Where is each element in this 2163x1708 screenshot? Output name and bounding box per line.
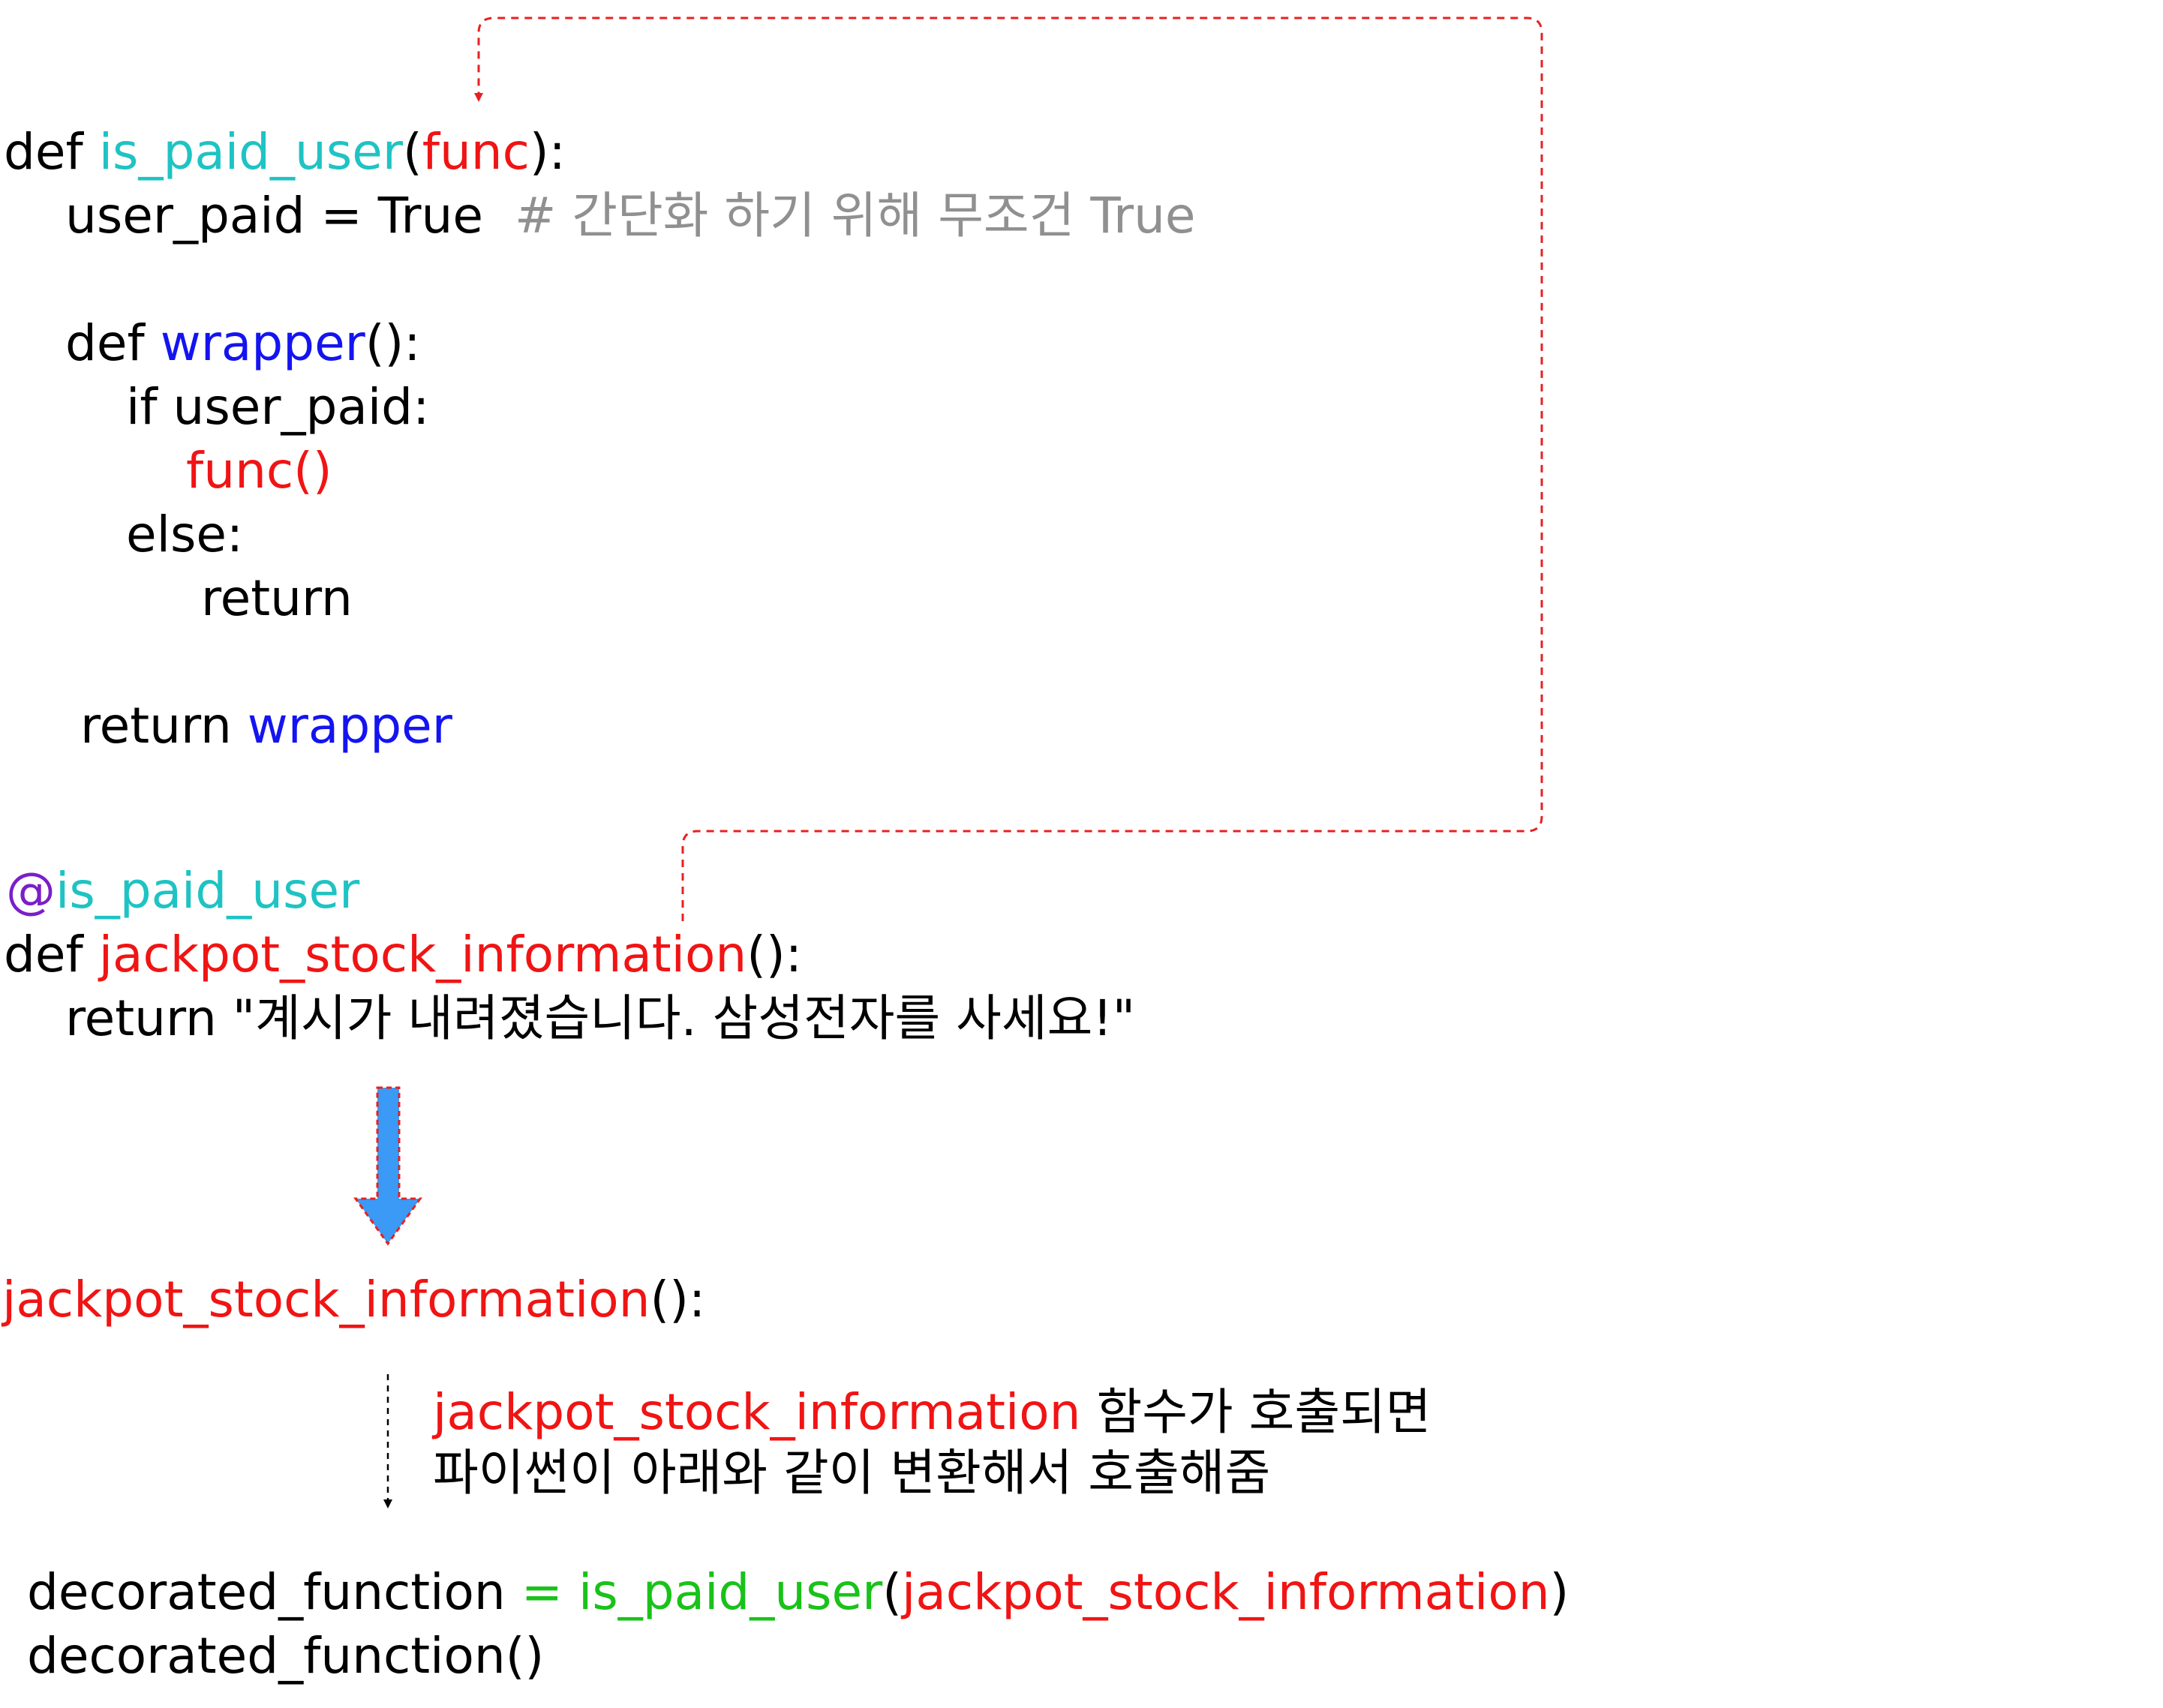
decorator-call-name: is_paid_user — [563, 1563, 883, 1621]
call-parens: (): — [650, 1271, 706, 1328]
code-line-def-decorator: def is_paid_user(func): — [4, 122, 566, 182]
decorator-call-argument: jackpot_stock_information — [902, 1563, 1550, 1621]
assign-operator: = — [521, 1563, 563, 1621]
code-line-decorator: @is_paid_user — [6, 861, 359, 921]
paren-open: ( — [882, 1563, 903, 1621]
call-line: jackpot_stock_information(): — [2, 1270, 705, 1330]
keyword-def: def — [4, 123, 99, 181]
decorator-at-sign: @ — [6, 862, 56, 920]
explanation-function-name: jackpot_stock_information — [433, 1383, 1081, 1441]
decorated-function-var: decorated_function — [27, 1563, 521, 1621]
return-message: return "계시가 내려졌습니다. 삼성전자를 사세요!" — [65, 989, 1136, 1047]
user-paid-assignment: user_paid = True — [65, 187, 515, 245]
if-statement: if user_paid: — [126, 378, 430, 436]
code-line-def-jackpot: def jackpot_stock_information(): — [4, 925, 802, 985]
code-line-return: return — [201, 569, 353, 629]
func-call: func() — [186, 442, 332, 500]
keyword-def: def — [4, 926, 99, 983]
jackpot-parens: (): — [747, 926, 802, 983]
code-comment: # 간단화 하기 위해 무조건 True — [514, 187, 1196, 245]
code-line-return-wrapper: return wrapper — [80, 696, 452, 756]
code-line-def-wrapper: def wrapper(): — [65, 314, 421, 374]
return-statement: return — [201, 569, 353, 627]
dashed-connector-arrow — [474, 17, 1543, 921]
func-parameter: func — [422, 123, 530, 181]
keyword-def: def — [65, 314, 161, 372]
keyword-return: return — [80, 697, 248, 755]
explanation-text-1: 함수가 호출되면 — [1080, 1383, 1431, 1441]
call-function-name: jackpot_stock_information — [2, 1271, 650, 1328]
decorator-function-name: is_paid_user — [98, 123, 403, 181]
paren-close: ): — [529, 123, 566, 181]
else-statement: else: — [126, 506, 244, 563]
final-line-2: decorated_function() — [27, 1626, 544, 1686]
transform-down-arrow — [353, 1086, 422, 1246]
decorator-name: is_paid_user — [56, 862, 360, 920]
wrapper-parens: (): — [365, 314, 421, 372]
returned-wrapper: wrapper — [247, 697, 452, 755]
code-line-if: if user_paid: — [126, 377, 429, 437]
decorated-function-call: decorated_function() — [27, 1627, 545, 1685]
explanation-line-1: jackpot_stock_information 함수가 호출되면 — [433, 1382, 1431, 1442]
code-line-user-paid: user_paid = True # 간단화 하기 위해 무조건 True — [65, 186, 1196, 246]
paren-open: ( — [402, 123, 422, 181]
final-line-1: decorated_function = is_paid_user(jackpo… — [27, 1562, 1569, 1622]
jackpot-function-name: jackpot_stock_information — [98, 926, 747, 983]
explanation-line-2: 파이썬이 아래와 같이 변환해서 호출해줌 — [433, 1443, 1270, 1503]
wrapper-function-name: wrapper — [160, 314, 365, 372]
code-line-return-message: return "계시가 내려졌습니다. 삼성전자를 사세요!" — [65, 989, 1135, 1049]
explanation-text-2: 파이썬이 아래와 같이 변환해서 호출해줌 — [433, 1444, 1271, 1502]
code-line-func-call: func() — [186, 441, 332, 501]
code-line-else: else: — [126, 505, 243, 565]
paren-close: ) — [1549, 1563, 1570, 1621]
